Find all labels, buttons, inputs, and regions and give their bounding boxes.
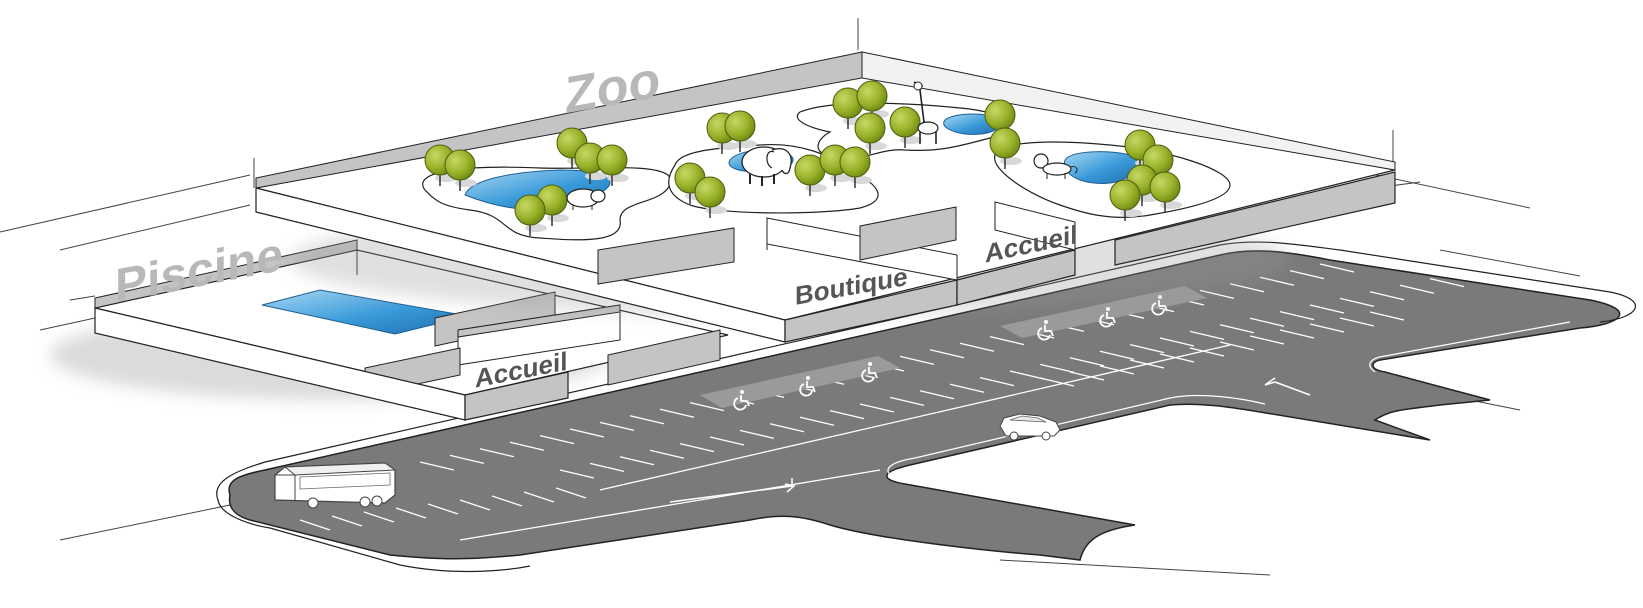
parking-stall-line [1229, 283, 1265, 293]
accessible-parking-row-1 [700, 356, 900, 411]
parking-stall-line [1409, 243, 1445, 253]
parking-stall-line [1219, 324, 1255, 334]
parking-stall-line [1159, 337, 1195, 347]
parking-stall-line [419, 461, 455, 471]
parking-stall-line [299, 519, 331, 531]
parking-stall-line [1189, 330, 1225, 341]
parking-stall-line [459, 469, 881, 541]
parking-stall-line [599, 421, 635, 432]
parking-stall-line [859, 403, 895, 413]
parking-stall-line [569, 428, 605, 438]
elephant-icon [741, 146, 792, 186]
parking-stall-line [331, 515, 363, 527]
parking-stall-line [523, 491, 555, 503]
parking-stall-line [395, 507, 427, 519]
parking-stall-line [1399, 284, 1435, 294]
parking-stall-line [491, 495, 523, 507]
parking-stall-line [459, 499, 491, 511]
parking-stall-line [1279, 329, 1315, 339]
parking-stall-line [659, 408, 695, 418]
parking-stall-line [449, 454, 485, 465]
parking-stall-line [1069, 357, 1105, 367]
parking-stall-line [1249, 317, 1285, 327]
parking-stall-line [769, 423, 805, 433]
parking-stall-line [589, 462, 625, 473]
parking-stall-line [1249, 335, 1285, 345]
parking-stall-line [829, 409, 865, 420]
parking-stall-line [949, 383, 985, 393]
parking-stall-line [739, 429, 775, 440]
parking-stall-line [1309, 304, 1345, 314]
parking-stall-line [559, 469, 595, 479]
zoo-building [255, 51, 1396, 343]
giraffe-icon [913, 81, 939, 144]
parking-stall-line [929, 349, 965, 359]
parking-stall-line [619, 456, 655, 466]
parking-stall-line [1319, 263, 1355, 273]
parking-stall-line [649, 449, 685, 459]
parking-stall-line [1429, 277, 1465, 288]
parking-stall-line [709, 436, 745, 446]
parking-stall-line [1159, 353, 1195, 363]
parking-stall-line [1039, 363, 1075, 374]
parking-stall-line [1219, 341, 1255, 351]
parking-stall-line [899, 355, 935, 366]
parking-stall-line [1129, 343, 1165, 354]
bus-icon [274, 462, 397, 509]
car-icon [999, 413, 1061, 441]
parking-stall-line [1039, 377, 1075, 387]
parking-stall-line [1379, 250, 1415, 260]
parking-stall-line [629, 415, 665, 425]
parking-stall-line [555, 487, 587, 499]
parking-stall-line [363, 511, 395, 523]
parking-stall-line [1369, 311, 1405, 321]
parking-stall-line [1289, 269, 1325, 280]
parking-stall-line [919, 390, 955, 400]
parking-stall-line [799, 416, 835, 426]
parking-stall-line [1189, 347, 1225, 357]
parking-stall-line [889, 396, 925, 407]
parking-stall-line [689, 401, 725, 412]
parking-stall-line [1339, 317, 1375, 327]
parking-stall-line [679, 442, 715, 453]
parking-stall-line [1259, 276, 1295, 286]
parking-stall-line [1279, 310, 1315, 321]
parking-stall-line [1099, 365, 1135, 375]
parking-stall-line [479, 448, 515, 458]
parking-stall-line [539, 434, 575, 445]
direction-arrows [669, 377, 1311, 503]
parking-stall-line [989, 335, 1025, 346]
parking-stall-line [1069, 371, 1105, 381]
parking-stall-line [1369, 291, 1405, 301]
parking-stall-line [959, 342, 995, 352]
hippo-icon [566, 188, 606, 210]
accessible-parking-row-2 [1000, 286, 1207, 341]
parking-stall-line [979, 376, 1015, 387]
parking-stall-line [1349, 256, 1385, 267]
parking-stall-line [1309, 323, 1345, 333]
parking-stall-line [1339, 297, 1375, 308]
parking-stall-lines [299, 243, 1465, 541]
lion-icon [1033, 153, 1078, 179]
parking-stall-line [599, 344, 1231, 491]
parking-stall-line [1009, 370, 1045, 380]
parking-stall-line [509, 441, 545, 451]
parking-stall-line [1099, 350, 1135, 360]
parking-stall-line [427, 503, 459, 515]
parking-lot [216, 241, 1637, 573]
parking-stall-line [1199, 289, 1235, 300]
piscine-building [50, 239, 729, 421]
